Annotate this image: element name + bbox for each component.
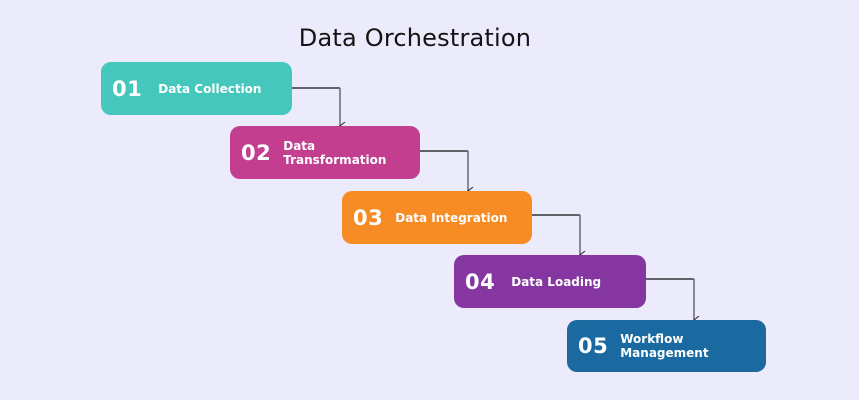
step-number: 01 — [112, 76, 143, 101]
step-number: 04 — [465, 269, 496, 294]
step-label: Data Collection — [158, 81, 262, 96]
connector-02-03 — [420, 150, 468, 191]
step-label: Workflow Management — [620, 332, 709, 360]
step-label: Data Integration — [395, 210, 508, 225]
step-data-transformation: 02 Data Transformation — [230, 126, 420, 179]
step-label: Data Loading — [511, 274, 602, 289]
step-data-integration: 03 Data Integration — [342, 191, 532, 244]
diagram-title: Data Orchestration — [298, 24, 532, 52]
step-workflow-management: 05 Workflow Management — [567, 320, 766, 372]
step-number: 02 — [241, 140, 272, 165]
step-data-loading: 04 Data Loading — [454, 255, 646, 308]
step-number: 03 — [353, 205, 384, 230]
step-number: 05 — [578, 334, 609, 358]
connector-01-02 — [292, 87, 340, 126]
step-label: Data Transformation — [283, 138, 387, 167]
connector-03-04 — [532, 214, 580, 255]
step-data-collection: 01 Data Collection — [101, 62, 292, 115]
connector-04-05 — [646, 278, 694, 320]
